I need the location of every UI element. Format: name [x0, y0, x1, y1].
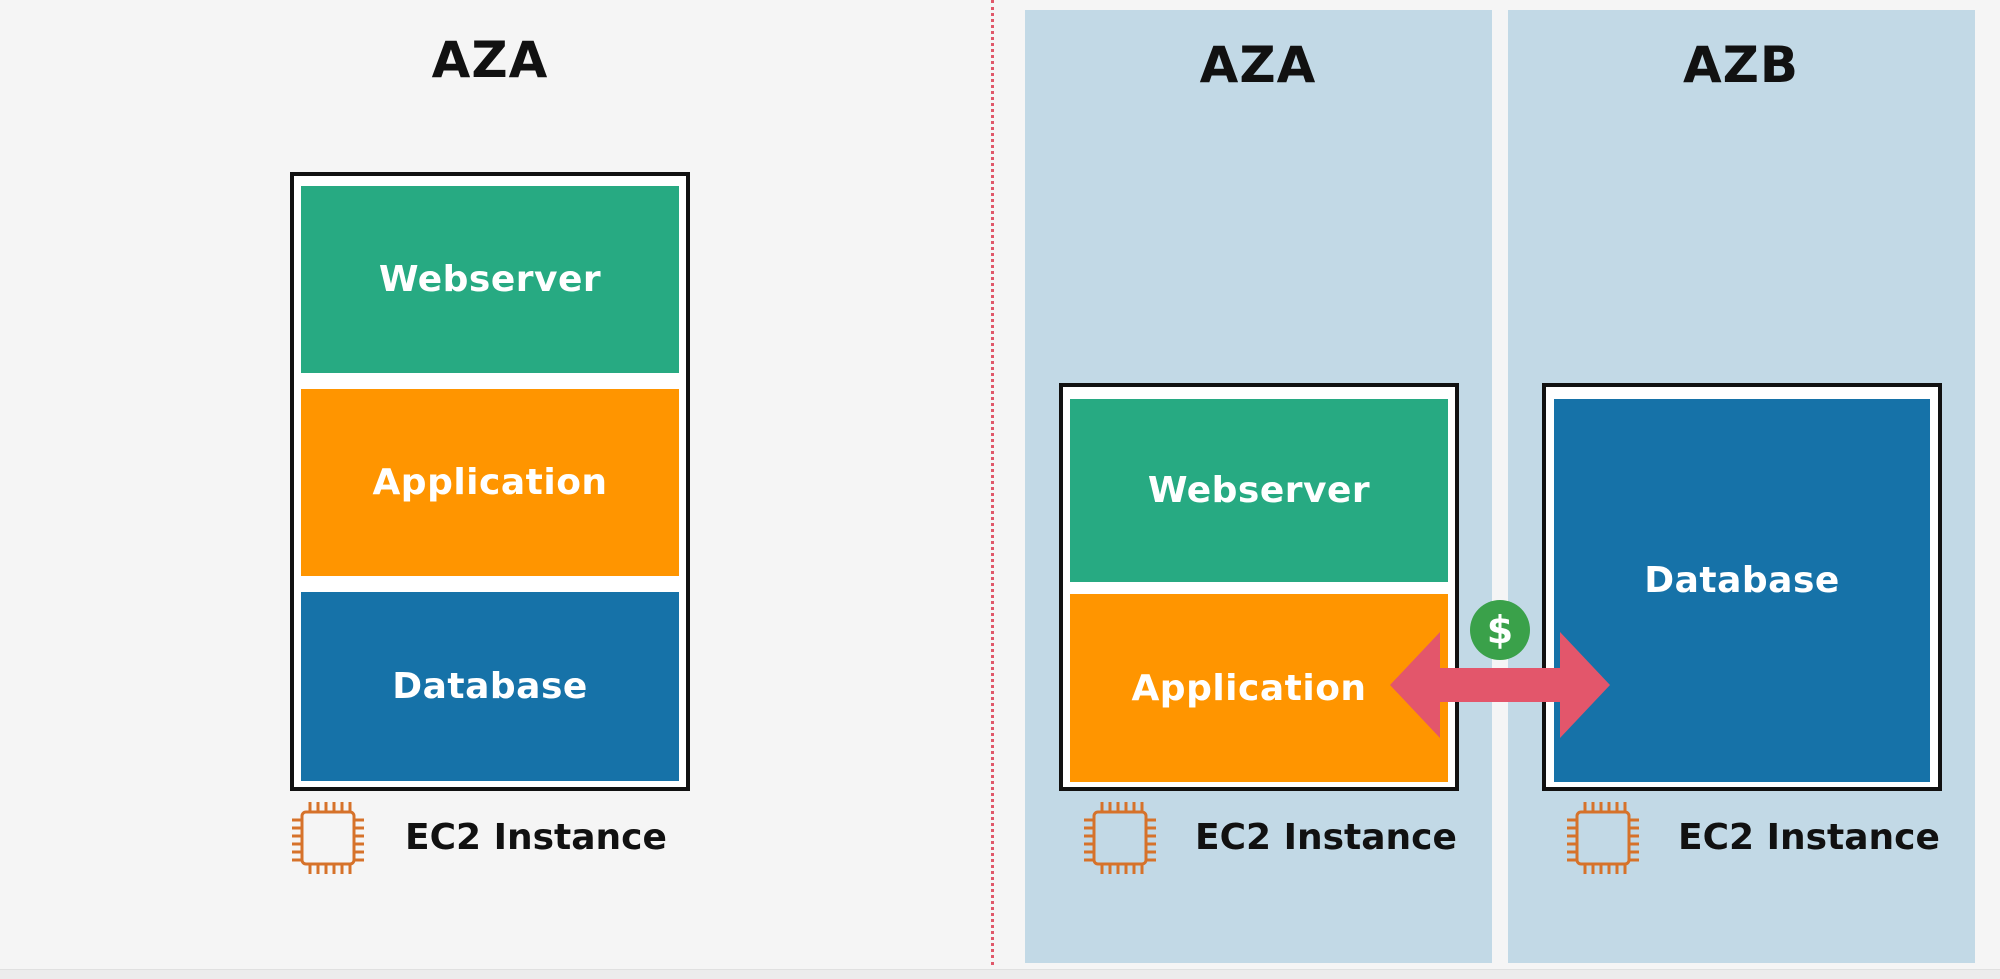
chip-icon — [1567, 802, 1639, 874]
az-title-left: AZA — [431, 31, 549, 89]
chip-icon — [1084, 802, 1156, 874]
ec2-instance-box-left: Webserver Application Database — [290, 172, 690, 791]
database-layer-left: Database — [301, 592, 679, 781]
application-label-a: Application — [1131, 667, 1367, 709]
ec2-instance-label-left: EC2 Instance — [405, 817, 667, 858]
ec2-instance-label-a: EC2 Instance — [1195, 817, 1457, 858]
ec2-instance-box-b: Database — [1542, 383, 1942, 791]
database-label-b: Database — [1644, 560, 1840, 601]
cost-badge: $ — [1470, 600, 1530, 660]
webserver-label-left: Webserver — [378, 259, 602, 300]
webserver-layer-left: Webserver — [301, 186, 679, 373]
webserver-layer-a: Webserver — [1070, 399, 1448, 582]
bottom-strip — [0, 969, 2000, 979]
application-label-left: Application — [372, 462, 608, 503]
az-title-a: AZA — [1199, 36, 1317, 94]
application-layer-a: Application — [1070, 594, 1448, 782]
az-title-b: AZB — [1682, 36, 1800, 94]
chip-icon — [292, 802, 364, 874]
ec2-instance-box-a: Webserver Application — [1059, 383, 1459, 791]
application-layer-left: Application — [301, 389, 679, 576]
database-layer-b: Database — [1554, 399, 1930, 782]
webserver-label-a: Webserver — [1147, 470, 1371, 511]
double-arrow-icon — [1390, 632, 1610, 738]
database-label-left: Database — [392, 666, 588, 707]
ec2-instance-label-b: EC2 Instance — [1678, 817, 1940, 858]
section-divider — [991, 0, 994, 965]
